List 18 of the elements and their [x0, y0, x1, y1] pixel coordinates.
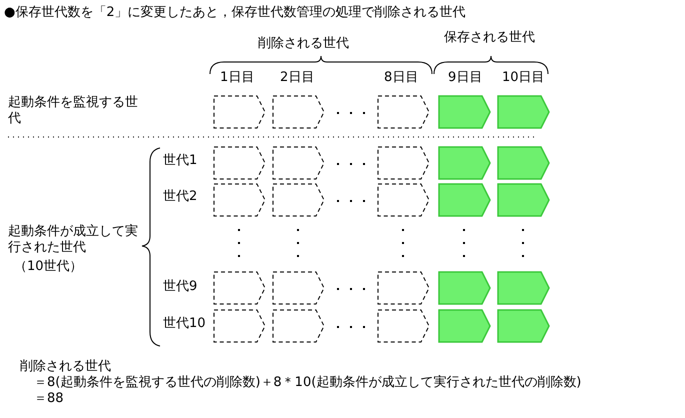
formula-text: ＝88 — [34, 391, 64, 407]
group-label: 起動条件が成立して実行された世代 — [8, 224, 139, 256]
section-heading: 保存される世代 — [444, 30, 535, 46]
day-label: 8日目 — [384, 70, 418, 86]
formula-text: ＝8(起動条件を監視する世代の削除数)＋8＊10(起動条件が成立して実行された世代の削除数) — [34, 375, 582, 391]
group-label: （10世代） — [14, 259, 83, 275]
day-label: 10日目 — [502, 70, 545, 86]
title: ●保存世代数を「2」に変更したあと，保存世代数管理の処理で削除される世代 — [4, 5, 466, 21]
row-label: 世代1 — [163, 153, 198, 169]
row-label: 世代9 — [163, 279, 198, 295]
day-label: 2日目 — [280, 70, 314, 86]
row-label: 起動条件を監視する世代 — [8, 95, 138, 127]
day-label: 9日目 — [448, 70, 482, 86]
formula-text: 削除される世代 — [20, 359, 111, 375]
row-label: 世代10 — [163, 316, 206, 332]
section-heading: 削除される世代 — [258, 36, 349, 52]
day-label: 1日目 — [220, 70, 254, 86]
row-label: 世代2 — [163, 189, 198, 205]
